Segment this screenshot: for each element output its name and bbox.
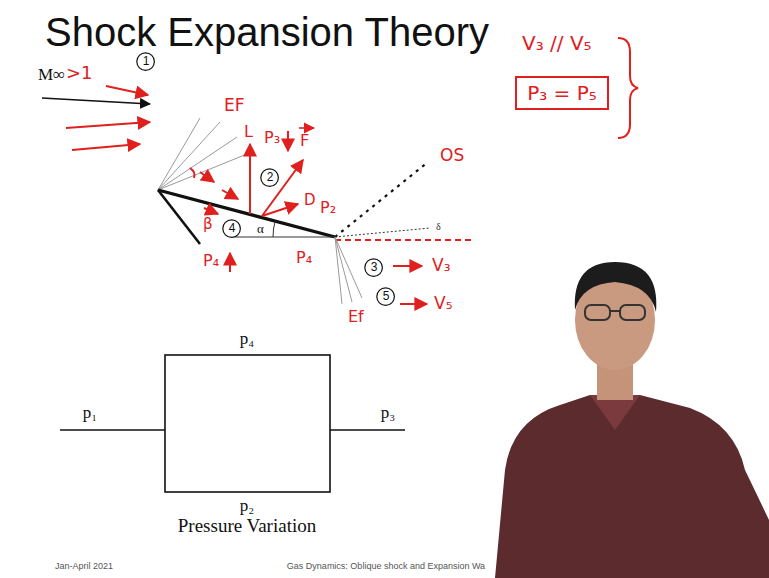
drag-arrow xyxy=(262,204,298,216)
oblique-shock xyxy=(335,162,428,237)
pressure-arrow xyxy=(229,253,231,272)
pressure-arrow xyxy=(287,131,289,151)
flow-arrow xyxy=(72,144,140,150)
handwritten-note: V₃ // V₅ xyxy=(522,32,592,54)
condition-box: P₃ = P₅ xyxy=(515,76,609,110)
node-text: 3 xyxy=(371,261,378,274)
slide-title: Shock Expansion Theory xyxy=(45,10,489,54)
velocity-arrow xyxy=(393,265,422,267)
pressure-label: p₄ xyxy=(240,330,254,349)
fan-label: EF xyxy=(224,96,245,115)
footer-course: Gas Dynamics: Oblique shock and Expansio… xyxy=(285,562,487,572)
plot-caption: Pressure Variation xyxy=(178,516,316,537)
flow-mark xyxy=(190,168,195,178)
angle-label: β xyxy=(203,216,213,233)
flow-arrow xyxy=(200,172,214,182)
flow-arrow xyxy=(204,208,218,214)
node-text: P₃ = P₅ xyxy=(527,82,597,104)
handwritten-note: >1 xyxy=(66,63,93,83)
angle-label: δ xyxy=(436,221,441,232)
pressure-label: p₁ xyxy=(83,404,97,423)
force-arrow xyxy=(262,160,303,216)
lift-arrow xyxy=(249,144,251,214)
region-number: 3 xyxy=(364,258,383,277)
node-text: 1 xyxy=(143,55,150,68)
region-number: 5 xyxy=(376,287,395,306)
expansion-fan xyxy=(335,237,362,304)
slip-line xyxy=(335,239,472,241)
node-text: 4 xyxy=(229,222,236,235)
velocity-label: V₅ xyxy=(434,294,452,313)
force-label: L xyxy=(244,123,253,141)
region-number: 2 xyxy=(260,168,279,187)
fan-label: Ef xyxy=(348,308,364,326)
lecturer-figure xyxy=(495,262,769,578)
freestream-arrow xyxy=(42,98,150,104)
angle-arc xyxy=(273,221,275,237)
pressure-label: P₄ xyxy=(296,249,312,267)
pressure-label: P₃ xyxy=(264,129,280,147)
flow-arrow xyxy=(66,122,150,128)
pressure-label: p₂ xyxy=(240,497,254,516)
flat-plate xyxy=(158,190,335,237)
node-text: 5 xyxy=(383,290,390,303)
flow-direction-line xyxy=(335,228,430,237)
brace xyxy=(618,38,638,138)
force-label: D xyxy=(304,192,316,209)
region-number: 1 xyxy=(136,52,155,71)
shock-label: OS xyxy=(440,146,464,165)
mach-symbol: M∞ xyxy=(38,66,65,85)
flow-arrow xyxy=(222,190,238,199)
flow-arrow xyxy=(106,86,148,95)
pressure-label: P₄ xyxy=(203,252,219,270)
force-label: F xyxy=(300,132,309,150)
vector-mark xyxy=(299,127,314,129)
expansion-fan xyxy=(158,118,252,190)
pressure-label: P₂ xyxy=(320,199,336,217)
region-number: 4 xyxy=(222,219,241,238)
reference-line xyxy=(232,237,335,238)
velocity-label: V₃ xyxy=(432,256,450,275)
velocity-arrow xyxy=(400,303,427,305)
angle-label: α xyxy=(257,222,264,236)
pressure-label: p₃ xyxy=(381,404,395,423)
pressure-plot xyxy=(60,355,405,492)
footer-date: Jan-April 2021 xyxy=(55,562,113,572)
oblique-shock xyxy=(158,190,200,244)
node-text: 2 xyxy=(267,171,274,184)
